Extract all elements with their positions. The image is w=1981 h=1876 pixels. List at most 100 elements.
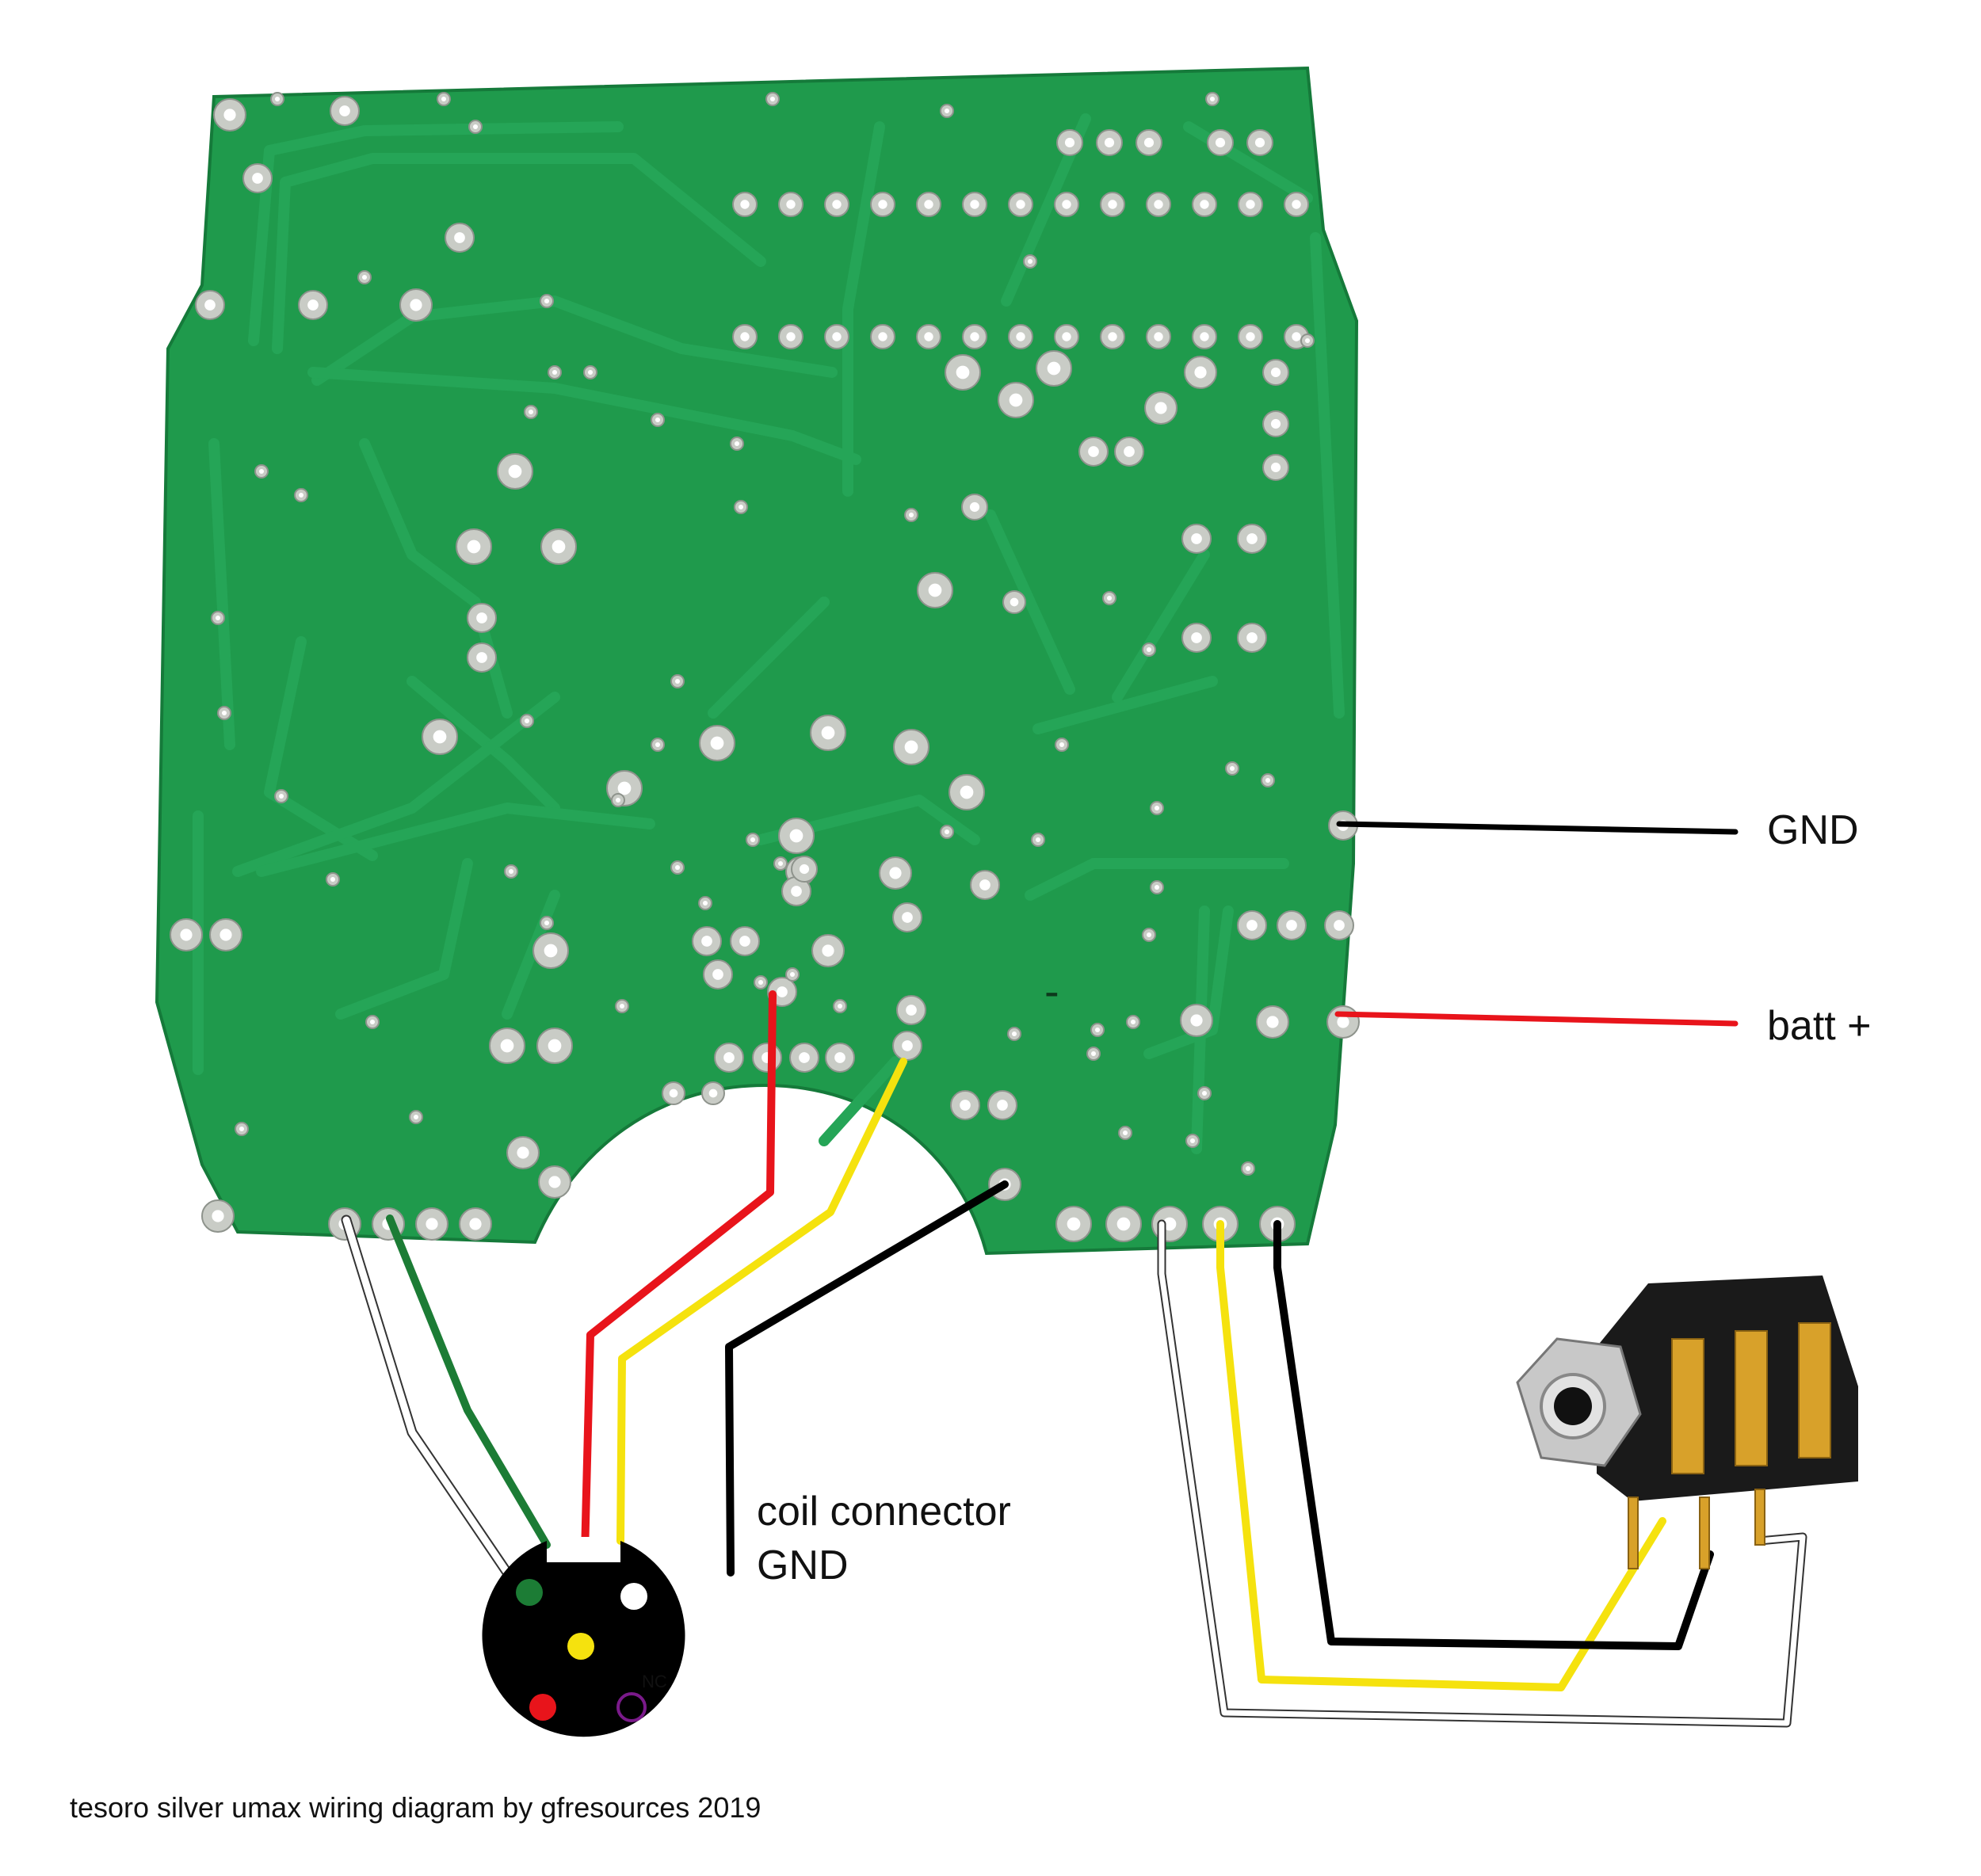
pcb-pad-hole: [517, 1146, 529, 1159]
pcb-pad-hole: [1337, 1016, 1349, 1028]
pcb-pad-hole: [1254, 137, 1265, 148]
jack-pin-3: [1754, 1489, 1765, 1546]
pcb-pad-hole: [587, 369, 594, 376]
pcb-pad-hole: [454, 232, 465, 243]
pcb-trace: [407, 676, 560, 814]
pin-white: [620, 1583, 647, 1610]
coil-connector-label: coil connector: [757, 1489, 1011, 1535]
pcb-pad-hole: [508, 868, 514, 875]
coil-gnd-wire-black: [725, 1180, 1009, 1577]
pcb-pad-hole: [1246, 632, 1258, 643]
pcb-pad-hole: [1191, 632, 1202, 643]
minus-mark: -: [1044, 966, 1059, 1016]
pcb-pad-hole: [701, 936, 712, 947]
pcb-pad-hole: [708, 1089, 718, 1098]
pcb-trace: [248, 121, 624, 346]
pcb-pad-hole: [1011, 1031, 1017, 1037]
pcb-pad-hole: [472, 124, 479, 130]
pcb-pad-hole: [712, 969, 723, 980]
pcb-pad-hole: [298, 492, 304, 498]
pcb-pad-hole: [908, 512, 914, 518]
jack-terminal-1: [1671, 1338, 1704, 1474]
pcb-pad-hole: [655, 417, 661, 423]
pcb-pad-hole: [369, 1019, 376, 1025]
jack-terminal-3: [1798, 1322, 1831, 1458]
pcb-pad-hole: [834, 1052, 845, 1063]
pcb-pad-hole: [1154, 884, 1160, 890]
pcb-pad-hole: [878, 200, 887, 209]
pcb-pad-hole: [924, 200, 933, 209]
pcb-pad-hole: [469, 1218, 482, 1230]
pcb-pad-hole: [552, 540, 566, 554]
pcb-pad-hole: [476, 612, 487, 623]
pcb-pad-hole: [878, 332, 887, 341]
jack-wire-white: [1158, 1221, 1806, 1726]
pcb-pad-hole: [799, 1052, 810, 1063]
pcb-trace: [819, 1056, 901, 1146]
pcb-pad-hole: [1292, 200, 1301, 209]
nc-label: NC: [642, 1672, 667, 1691]
pin-red: [529, 1694, 556, 1721]
pcb-pad-hole: [902, 912, 913, 923]
pcb-trace: [1310, 232, 1345, 719]
pcb-pad-hole: [1146, 932, 1152, 938]
pcb-pad-hole: [215, 615, 221, 621]
pcb-pad-hole: [500, 1039, 514, 1053]
pcb-pad-hole: [786, 200, 796, 209]
connector-key-notch: [563, 1537, 610, 1562]
pcb-pad-hole: [960, 785, 974, 799]
coil-wire-yellow: [616, 1058, 907, 1545]
pcb-pad-hole: [252, 173, 263, 184]
pcb-trace: [985, 509, 1075, 695]
pcb-pad-hole: [970, 332, 979, 341]
pcb-pad-hole: [739, 936, 750, 947]
pcb-pad-hole: [789, 971, 796, 978]
gnd-wire-black: [1336, 821, 1739, 835]
pcb-pad-hole: [552, 369, 558, 376]
pcb-trace: [208, 438, 235, 750]
pcb-trace: [1112, 549, 1210, 703]
pcb-pad-hole: [956, 365, 970, 379]
pcb-trace: [1025, 858, 1289, 901]
pcb-trace: [335, 858, 473, 1020]
batt-label: batt +: [1767, 1003, 1872, 1049]
pcb-pad-hole: [548, 1039, 562, 1053]
pcb-pad-hole: [944, 829, 950, 835]
pcb-pad-hole: [1062, 200, 1071, 209]
pcb-pad-hole: [1064, 137, 1075, 148]
pcb-pad-hole: [544, 944, 558, 958]
pcb-trace: [307, 367, 861, 465]
pcb-pad-hole: [1047, 361, 1061, 376]
pcb-pad-hole: [960, 1100, 971, 1111]
pcb-pad-hole: [669, 1089, 678, 1098]
pcb-pad-hole: [832, 332, 842, 341]
pcb-pad-hole: [734, 440, 740, 447]
pcb-pad-hole: [274, 96, 281, 102]
pcb-pad-hole: [822, 944, 834, 957]
pcb-pad-hole: [1334, 920, 1345, 931]
pin-green: [516, 1579, 543, 1606]
pcb-pad-hole: [723, 1052, 735, 1063]
pcb-pad-hole: [1016, 200, 1025, 209]
pcb-pad-hole: [786, 332, 796, 341]
pcb-pad-hole: [544, 920, 550, 926]
pcb-pad-hole: [791, 886, 802, 897]
pcb-pad-hole: [758, 979, 764, 986]
pcb-pad-hole: [906, 1005, 917, 1016]
pcb-pad-hole: [1246, 332, 1255, 341]
pcb-pad-hole: [433, 730, 447, 744]
pcb-pad-hole: [426, 1218, 438, 1230]
pcb-pad-hole: [1200, 332, 1209, 341]
pcb-pad-hole: [617, 781, 632, 795]
pcb-pad-hole: [902, 1040, 913, 1051]
jack-socket-hole: [1554, 1387, 1592, 1425]
pcb-trace: [708, 597, 830, 719]
pcb-pad-hole: [928, 583, 942, 597]
pcb-pad-hole: [889, 867, 902, 879]
pcb-pad-hole: [548, 1176, 561, 1188]
pcb-pad-hole: [904, 740, 918, 754]
batt-wire-red: [1334, 1011, 1739, 1027]
coil-wire-white-outline: [341, 1214, 513, 1578]
jack-body: [1597, 1275, 1858, 1501]
pcb-pad-hole: [307, 299, 319, 311]
